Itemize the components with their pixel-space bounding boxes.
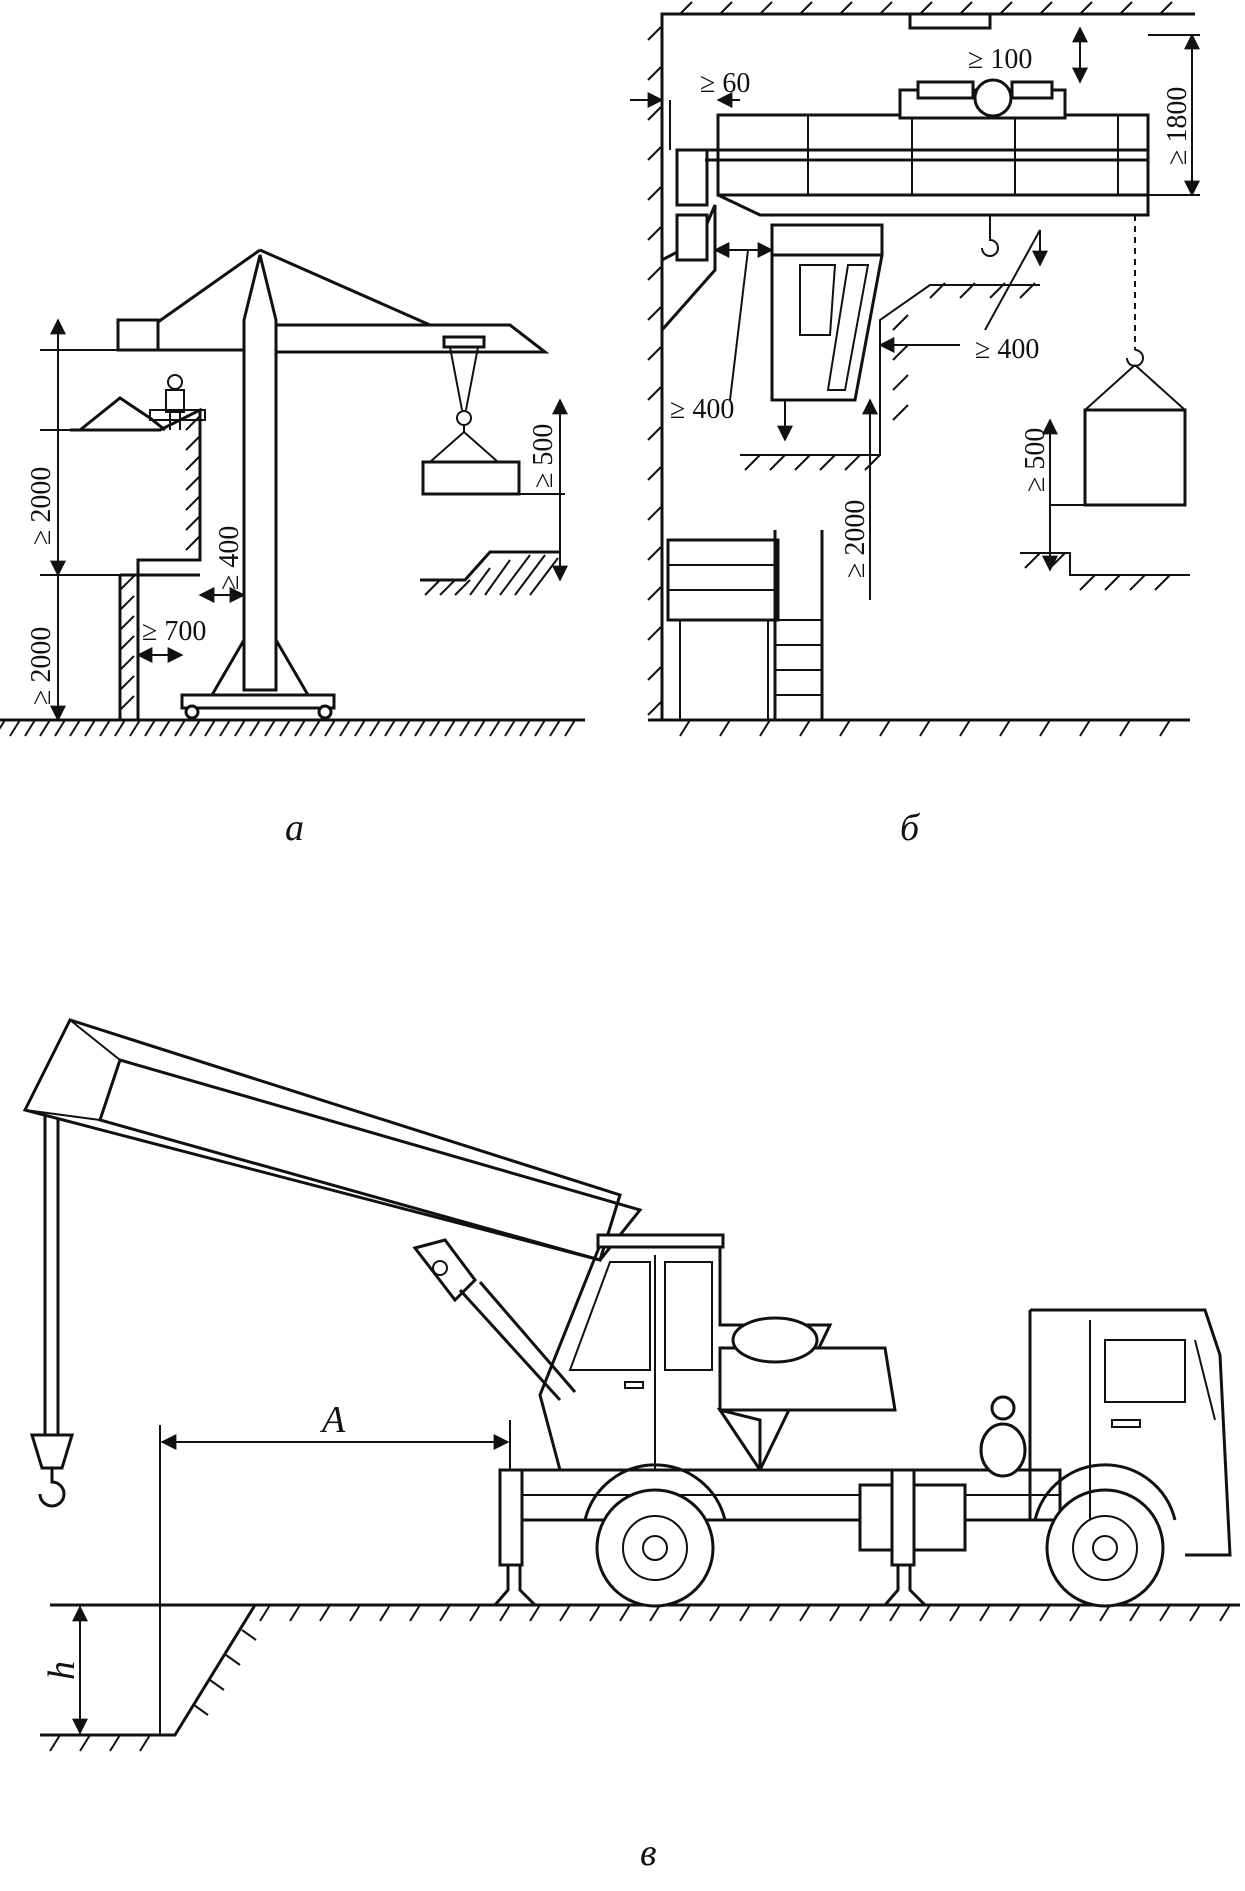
air-tank xyxy=(979,1422,1027,1478)
caption-a: а xyxy=(285,807,304,849)
building-outline xyxy=(70,407,202,720)
bridge-girder xyxy=(716,113,1150,197)
ladder xyxy=(773,530,824,720)
hoist-ropes-a xyxy=(449,346,479,411)
dim-b-100: ≥ 100 xyxy=(968,44,1032,75)
wheel-a1 xyxy=(184,704,200,720)
caption-c: в xyxy=(640,1832,657,1874)
dim-b-500: ≥ 500 xyxy=(1020,428,1051,492)
operator-cab xyxy=(770,254,884,402)
load-hook-b xyxy=(1126,349,1144,367)
roof-pile xyxy=(79,396,166,432)
ground-hatch-c xyxy=(49,1604,1231,1752)
cabin-window-left xyxy=(568,1261,651,1371)
dim-a-700: ≥ 700 xyxy=(142,616,206,647)
dim-a-400: ≥ 400 xyxy=(214,526,245,590)
jib-stay xyxy=(259,248,431,327)
slings-a xyxy=(429,425,499,463)
hook-c xyxy=(38,1468,66,1508)
dim-b-1800: ≥ 1800 xyxy=(1162,87,1193,165)
load-floor-contour xyxy=(1020,552,1190,576)
ground-hatch-a xyxy=(0,719,576,737)
dim-c-A: A xyxy=(319,1399,346,1441)
load-b xyxy=(1083,408,1187,507)
cab-mount xyxy=(770,223,884,257)
front-wheel xyxy=(583,1463,727,1608)
end-carriage xyxy=(675,148,709,207)
load-floor-hatch xyxy=(1024,552,1171,591)
panel-a: ≥ 2000 ≥ 2000 ≥ 400 ≥ 700 ≥ 500 а xyxy=(0,248,585,849)
clearance-hatch xyxy=(744,282,1036,471)
hook-b xyxy=(981,215,999,257)
shop-wall-ceiling xyxy=(660,12,1195,720)
boom-inner xyxy=(98,1058,643,1262)
worker-figure xyxy=(149,374,206,430)
mound-hatch xyxy=(424,554,559,596)
dim-b-400-right: ≥ 400 xyxy=(975,334,1039,365)
cabin-window-right xyxy=(664,1261,713,1371)
tower-mast xyxy=(242,254,278,692)
main-jib xyxy=(276,323,550,354)
truck-window xyxy=(1104,1339,1186,1403)
trolley-motor-2 xyxy=(1010,80,1054,100)
crane-base xyxy=(180,693,336,710)
outrigger-rear-foot xyxy=(881,1565,929,1607)
wheel-a2 xyxy=(317,704,333,720)
outrigger-front-foot xyxy=(491,1565,539,1607)
dim-lines-c xyxy=(60,1420,511,1735)
hoist-drum xyxy=(973,78,1013,118)
winch-drum xyxy=(731,1316,819,1364)
truck-cab xyxy=(1028,1308,1232,1557)
outrigger-rear-beam xyxy=(890,1468,916,1567)
load-a xyxy=(421,460,521,496)
dim-lines-a xyxy=(40,318,568,722)
air-tank-top xyxy=(990,1395,1016,1421)
caption-b: б xyxy=(900,807,921,849)
ceiling-beam xyxy=(908,12,992,30)
dim-lines-b xyxy=(630,26,1200,600)
cabin-roof xyxy=(596,1233,725,1249)
building-hatch xyxy=(119,415,201,711)
clearance-contour xyxy=(740,284,1040,456)
dim-b-400-left: ≥ 400 xyxy=(670,394,734,425)
dim-b-60: ≥ 60 xyxy=(700,68,750,99)
ground-with-trench xyxy=(40,1603,1240,1737)
counter-jib-stay xyxy=(157,248,261,324)
rear-wheel xyxy=(1033,1463,1177,1608)
dim-a-2000-lower: ≥ 2000 xyxy=(26,627,57,705)
cab-window-2 xyxy=(826,264,870,391)
counterweight xyxy=(116,318,160,352)
panel-b: ≥ 60 ≥ 100 ≥ 1800 ≥ 400 ≥ 400 ≥ 2000 ≥ 5… xyxy=(630,1,1200,849)
outrigger-front-beam xyxy=(498,1468,524,1567)
dim-a-500: ≥ 500 xyxy=(528,424,559,488)
dim-b-2000: ≥ 2000 xyxy=(840,500,871,578)
hook-block-c xyxy=(29,1433,75,1470)
counterweight-c xyxy=(718,1346,897,1412)
cylinder-mount xyxy=(412,1238,477,1303)
trolley-motor-1 xyxy=(916,80,975,100)
shop-wall-hatch xyxy=(647,1,1173,737)
luffing-cylinder xyxy=(458,1281,577,1402)
platform xyxy=(666,538,780,622)
mound-outline xyxy=(420,550,560,582)
load-slings-b xyxy=(1084,364,1186,411)
turntable-base xyxy=(716,1407,762,1475)
girder-bottom xyxy=(717,193,1150,217)
trolley-a xyxy=(442,335,486,349)
portal-legs xyxy=(210,639,310,696)
dim-c-h: h xyxy=(41,1661,83,1680)
hook-block-a xyxy=(456,410,472,426)
panel-c: A h в xyxy=(22,1018,1240,1874)
rail-support xyxy=(675,213,709,262)
cab-window-1 xyxy=(799,264,837,336)
dim-a-2000-upper: ≥ 2000 xyxy=(26,467,57,545)
